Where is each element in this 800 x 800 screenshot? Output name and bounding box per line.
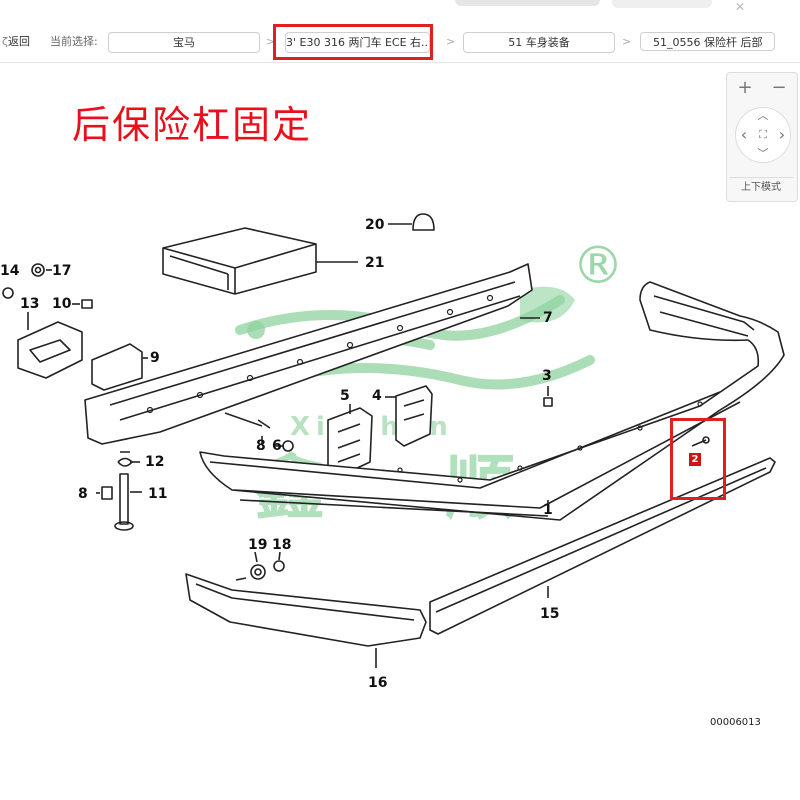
callout-21[interactable]: 21 — [365, 255, 385, 271]
breadcrumb-group[interactable]: 51 车身装备 — [463, 32, 615, 53]
close-icon[interactable]: ✕ — [735, 0, 746, 14]
current-selection-label: 当前选择: — [50, 35, 98, 48]
back-button[interactable]: 返回 — [8, 35, 30, 48]
center-icon[interactable]: ⛶ — [759, 128, 767, 141]
callout-5[interactable]: 5 — [340, 388, 350, 404]
callout-12[interactable]: 12 — [145, 454, 165, 470]
navigation-bar: ζ 返回 当前选择: 宝马 > 3' E30 316 两门车 ECE 右... … — [0, 22, 800, 63]
pan-left-icon[interactable]: ‹ — [740, 125, 748, 144]
callout-6[interactable]: 6 — [272, 438, 282, 454]
callout-19[interactable]: 19 — [248, 537, 268, 553]
zoom-out-button[interactable]: − — [771, 77, 787, 98]
breadcrumb-subgroup[interactable]: 51_0556 保险杆 后部 — [640, 32, 775, 51]
callout-11[interactable]: 11 — [148, 486, 168, 502]
pan-up-icon[interactable]: ︿ — [757, 109, 769, 122]
callout-16[interactable]: 16 — [368, 675, 388, 691]
breadcrumb-model[interactable]: 3' E30 316 两门车 ECE 右... — [285, 32, 430, 53]
chevron-left-icon[interactable]: ζ — [2, 35, 8, 48]
page-title: 后保险杠固定 — [72, 103, 313, 147]
callout-20[interactable]: 20 — [365, 217, 385, 233]
breadcrumb-brand[interactable]: 宝马 — [108, 32, 260, 53]
callout-1[interactable]: 1 — [543, 502, 553, 518]
callout-18[interactable]: 18 — [272, 537, 292, 553]
callout-4[interactable]: 4 — [372, 388, 382, 404]
diagram-code: 00006013 — [710, 717, 761, 728]
registered-mark: ® — [572, 236, 624, 296]
browser-top-strip: ✕ — [0, 0, 800, 18]
callout-8-lower[interactable]: 8 — [78, 486, 88, 502]
pan-right-icon[interactable]: › — [778, 125, 786, 144]
callout-17[interactable]: 17 — [52, 263, 72, 279]
parts-diagram — [2, 213, 785, 668]
zoom-in-button[interactable]: + — [737, 77, 753, 98]
callout-9[interactable]: 9 — [150, 350, 160, 366]
chevron-right-icon: > — [266, 35, 276, 48]
chevron-right-icon: > — [446, 35, 456, 48]
callout-8-upper[interactable]: 8 — [256, 438, 266, 454]
callout-3[interactable]: 3 — [542, 368, 552, 384]
callout-10[interactable]: 10 — [52, 296, 72, 312]
pan-pad: ︿ ﹀ ‹ › ⛶ — [735, 107, 791, 163]
mode-toggle-button[interactable]: 上下模式 — [729, 177, 793, 198]
browser-tab[interactable] — [455, 0, 600, 6]
pan-down-icon[interactable]: ﹀ — [757, 147, 769, 160]
part-badge-2[interactable]: 2 — [689, 453, 701, 466]
chevron-right-icon: > — [622, 35, 632, 48]
highlight-box-model — [273, 24, 433, 60]
callout-14[interactable]: 14 — [0, 263, 20, 279]
callout-7[interactable]: 7 — [543, 310, 553, 326]
map-control-panel: + − ︿ ﹀ ‹ › ⛶ 上下模式 — [726, 72, 798, 202]
callout-15[interactable]: 15 — [540, 606, 560, 622]
callout-13[interactable]: 13 — [20, 296, 40, 312]
browser-tab[interactable] — [612, 0, 712, 8]
highlight-box-part-2 — [670, 418, 726, 500]
